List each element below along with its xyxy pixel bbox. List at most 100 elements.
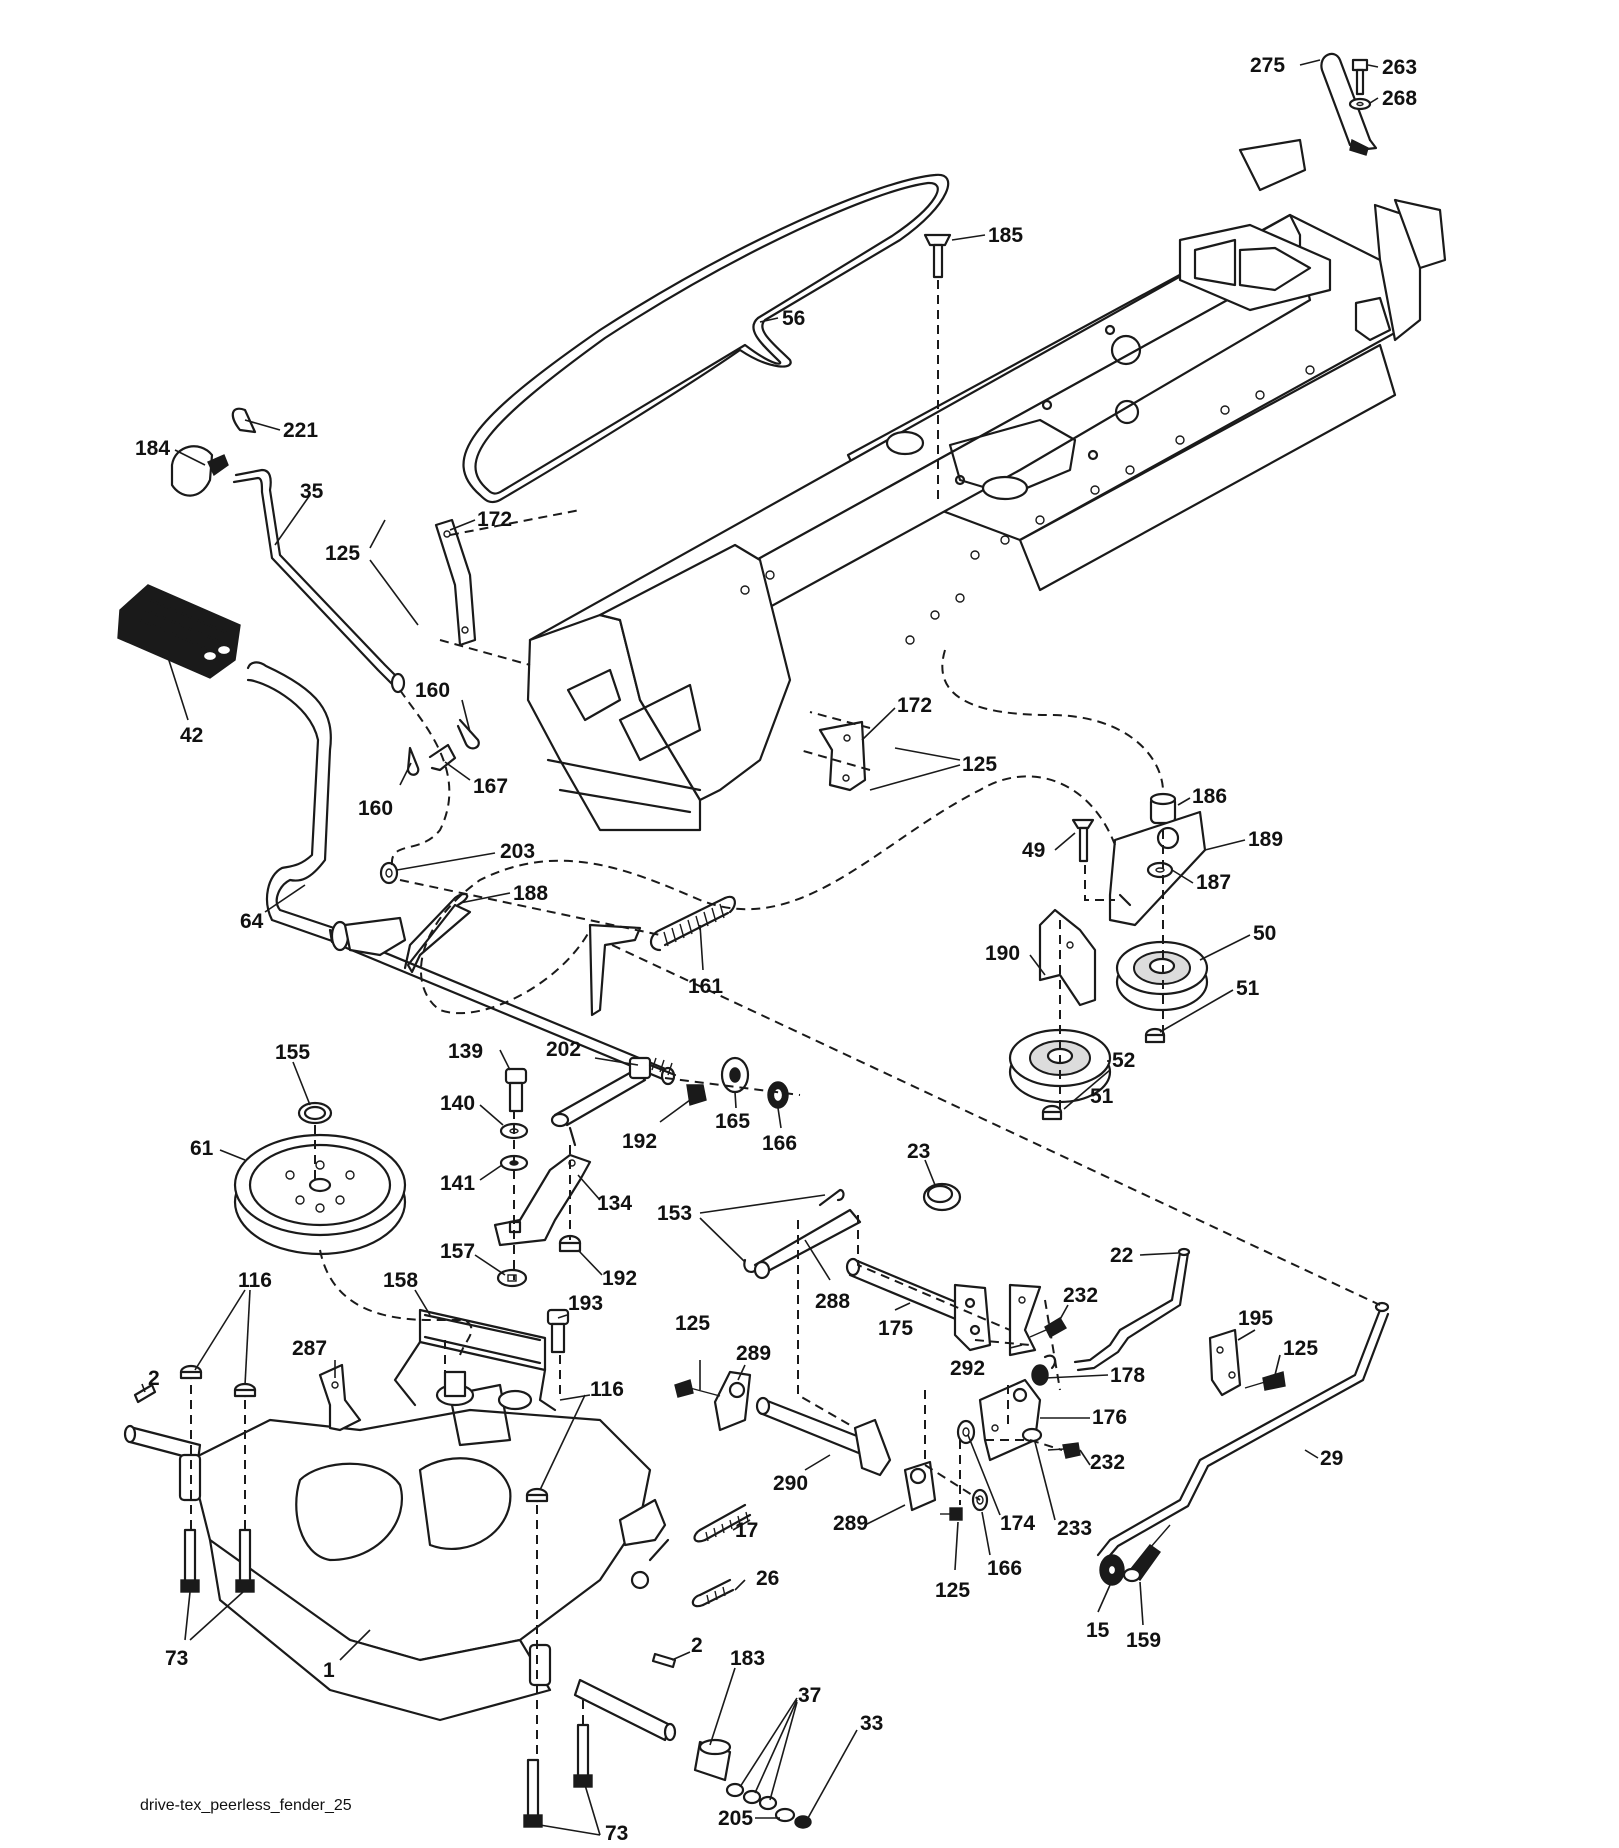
- callout-125-lower: 125: [962, 753, 997, 776]
- plate-195: [1208, 1328, 1242, 1397]
- pulley-61: [233, 1133, 407, 1256]
- nut-192-upper: [686, 1084, 707, 1106]
- bolt-49: [1071, 818, 1095, 863]
- callout-73-lower: 73: [605, 1822, 628, 1845]
- bracket-289-upper: [713, 1370, 752, 1432]
- bolt-159: [1122, 1524, 1171, 1583]
- callout-187: 187: [1196, 871, 1231, 894]
- diagram-caption: drive-tex_peerless_fender_25: [140, 1797, 352, 1814]
- callout-125-plate: 125: [1283, 1337, 1318, 1360]
- callouts: 275 263 268 185 56 221 184 35 172 125 42…: [135, 54, 1417, 1845]
- spring-17: [693, 1503, 752, 1543]
- callout-15: 15: [1086, 1619, 1110, 1642]
- callout-116-upper: 116: [238, 1269, 272, 1292]
- callout-56: 56: [782, 307, 805, 330]
- pedal-arm-64: [246, 661, 342, 944]
- callout-290: 290: [773, 1472, 808, 1495]
- callout-192-upper: 192: [622, 1130, 657, 1153]
- bracket-287: [318, 1363, 362, 1432]
- bushing-23: [922, 1182, 962, 1212]
- callout-26: 26: [756, 1567, 779, 1590]
- nut-33: [794, 1815, 812, 1829]
- callout-166-lower: 166: [987, 1557, 1022, 1580]
- bracket-158: [393, 1308, 557, 1412]
- callout-140: 140: [440, 1092, 475, 1115]
- callout-178: 178: [1110, 1364, 1145, 1387]
- callout-289-lower: 289: [833, 1512, 868, 1535]
- callout-232-upper: 232: [1063, 1284, 1098, 1307]
- washers-37: [725, 1782, 778, 1811]
- callout-52: 52: [1112, 1049, 1135, 1072]
- callout-175: 175: [878, 1317, 913, 1340]
- bracket-172-upper: [434, 518, 477, 647]
- hairpin-160-upper: [456, 718, 480, 750]
- carriage-bolt-185: [923, 233, 952, 500]
- callout-139: 139: [448, 1040, 483, 1063]
- callout-184: 184: [135, 437, 170, 460]
- callout-185: 185: [988, 224, 1023, 247]
- callout-33: 33: [860, 1712, 883, 1735]
- chassis-frame: [526, 138, 1447, 832]
- callout-202: 202: [546, 1038, 581, 1061]
- clip-167: [428, 743, 457, 772]
- callout-160-upper: 160: [415, 679, 450, 702]
- callout-233: 233: [1057, 1517, 1092, 1540]
- washer-233: [1021, 1427, 1043, 1443]
- callout-161: 161: [688, 975, 723, 998]
- callout-205: 205: [718, 1807, 753, 1830]
- callout-167: 167: [473, 775, 508, 798]
- callout-287: 287: [292, 1337, 327, 1360]
- bolt-263: [1351, 58, 1369, 96]
- callout-2-lower: 2: [691, 1634, 703, 1657]
- callout-153: 153: [657, 1202, 692, 1225]
- callout-158: 158: [383, 1269, 418, 1292]
- callout-29: 29: [1320, 1447, 1343, 1470]
- callout-166-upper: 166: [762, 1132, 797, 1155]
- callout-125-lower-b: 125: [935, 1579, 970, 1602]
- callout-2-upper: 2: [148, 1367, 160, 1390]
- callout-125-upper: 125: [325, 542, 360, 565]
- washer-15: [1099, 1554, 1125, 1586]
- callout-51-lower: 51: [1090, 1085, 1114, 1108]
- rod-275: [1320, 52, 1378, 156]
- callout-176: 176: [1092, 1406, 1127, 1429]
- callout-183: 183: [730, 1647, 765, 1670]
- nut-51-upper: [1144, 1027, 1166, 1044]
- callout-192-lower: 192: [602, 1267, 637, 1290]
- callout-51-upper: 51: [1236, 977, 1260, 1000]
- callout-189: 189: [1248, 828, 1283, 851]
- washer-166-upper: [767, 1081, 789, 1109]
- spacer-186: [1149, 792, 1177, 825]
- callout-172-upper: 172: [477, 508, 512, 531]
- bolt-139: [504, 1067, 528, 1113]
- spacer-183: [693, 1738, 732, 1782]
- washer-174: [956, 1419, 976, 1445]
- callout-37: 37: [798, 1684, 821, 1707]
- spring-26: [691, 1578, 735, 1608]
- bracket-172-lower: [818, 720, 867, 792]
- callout-190: 190: [985, 942, 1020, 965]
- callout-275: 275: [1250, 54, 1285, 77]
- callout-159: 159: [1126, 1629, 1161, 1652]
- hairpin-160-lower: [406, 746, 420, 776]
- shaft-290: [755, 1396, 892, 1477]
- link-288: [753, 1208, 862, 1280]
- bolt-232-lower: [1047, 1442, 1081, 1459]
- callout-141: 141: [440, 1172, 475, 1195]
- shaft-175: [845, 1257, 992, 1352]
- knob-184: [170, 445, 229, 497]
- brake-rod-29: [1096, 1301, 1390, 1562]
- nut-51-lower: [1041, 1104, 1063, 1121]
- callout-49: 49: [1022, 839, 1045, 862]
- bracket-190: [1038, 908, 1097, 1007]
- retaining-ring-155: [297, 1101, 333, 1125]
- washer-203: [379, 861, 399, 885]
- drive-belt-56: [462, 173, 950, 504]
- pin-2-lower: [651, 1652, 677, 1669]
- bolts-73-upper: [180, 1528, 255, 1593]
- transaxle-1: [123, 1370, 677, 1742]
- bolt-125-plate: [1244, 1371, 1286, 1391]
- callout-221: 221: [283, 419, 318, 442]
- callout-232-lower: 232: [1090, 1451, 1125, 1474]
